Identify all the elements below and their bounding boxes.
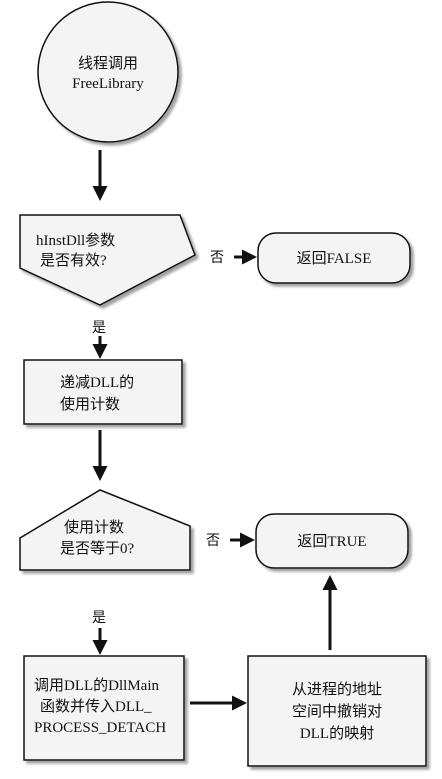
unmap-line-3: DLL的映射 xyxy=(300,725,374,742)
dllmain-line-2: 函数并传入DLL_ xyxy=(40,698,152,715)
call-dllmain-node: 调用DLL的DllMain 函数并传入DLL_ PROCESS_DETACH xyxy=(23,655,185,761)
edge-label-yes-1: 是 xyxy=(92,321,106,336)
decision1-line-1: hInstDll参数 xyxy=(36,232,115,249)
dllmain-line-3: PROCESS_DETACH xyxy=(34,720,166,736)
edge-label-no-1: 否 xyxy=(210,251,224,266)
decision2-line-1: 使用计数 xyxy=(64,519,124,536)
return-true-node: 返回TRUE xyxy=(255,513,409,569)
dllmain-line-1: 调用DLL的DllMain xyxy=(34,677,159,694)
start-line-2: FreeLibrary xyxy=(72,76,144,92)
decision2-line-2: 是否等于0? xyxy=(60,539,135,557)
return-false-label: 返回FALSE xyxy=(297,250,372,267)
unmap-node: 从进程的地址 空间中撤销对 DLL的映射 xyxy=(247,655,427,767)
unmap-line-1: 从进程的地址 xyxy=(292,681,382,698)
return-false-node: 返回FALSE xyxy=(257,232,411,284)
decrement-line-2: 使用计数 xyxy=(60,396,120,413)
unmap-line-2: 空间中撤销对 xyxy=(292,703,382,720)
return-true-label: 返回TRUE xyxy=(297,533,366,550)
edge-label-no-2: 否 xyxy=(206,534,220,549)
edge-label-yes-2: 是 xyxy=(92,611,106,626)
decrement-node: 递减DLL的 使用计数 xyxy=(23,359,183,425)
decision-count-zero: 使用计数 是否等于0? xyxy=(19,489,191,571)
decrement-line-1: 递减DLL的 xyxy=(60,374,134,391)
decision-handle-valid: hInstDll参数 是否有效? xyxy=(19,214,196,306)
start-line-1: 线程调用 xyxy=(78,55,138,72)
start-node: 线程调用 FreeLibrary xyxy=(37,1,179,143)
decision1-line-2: 是否有效? xyxy=(40,252,107,269)
